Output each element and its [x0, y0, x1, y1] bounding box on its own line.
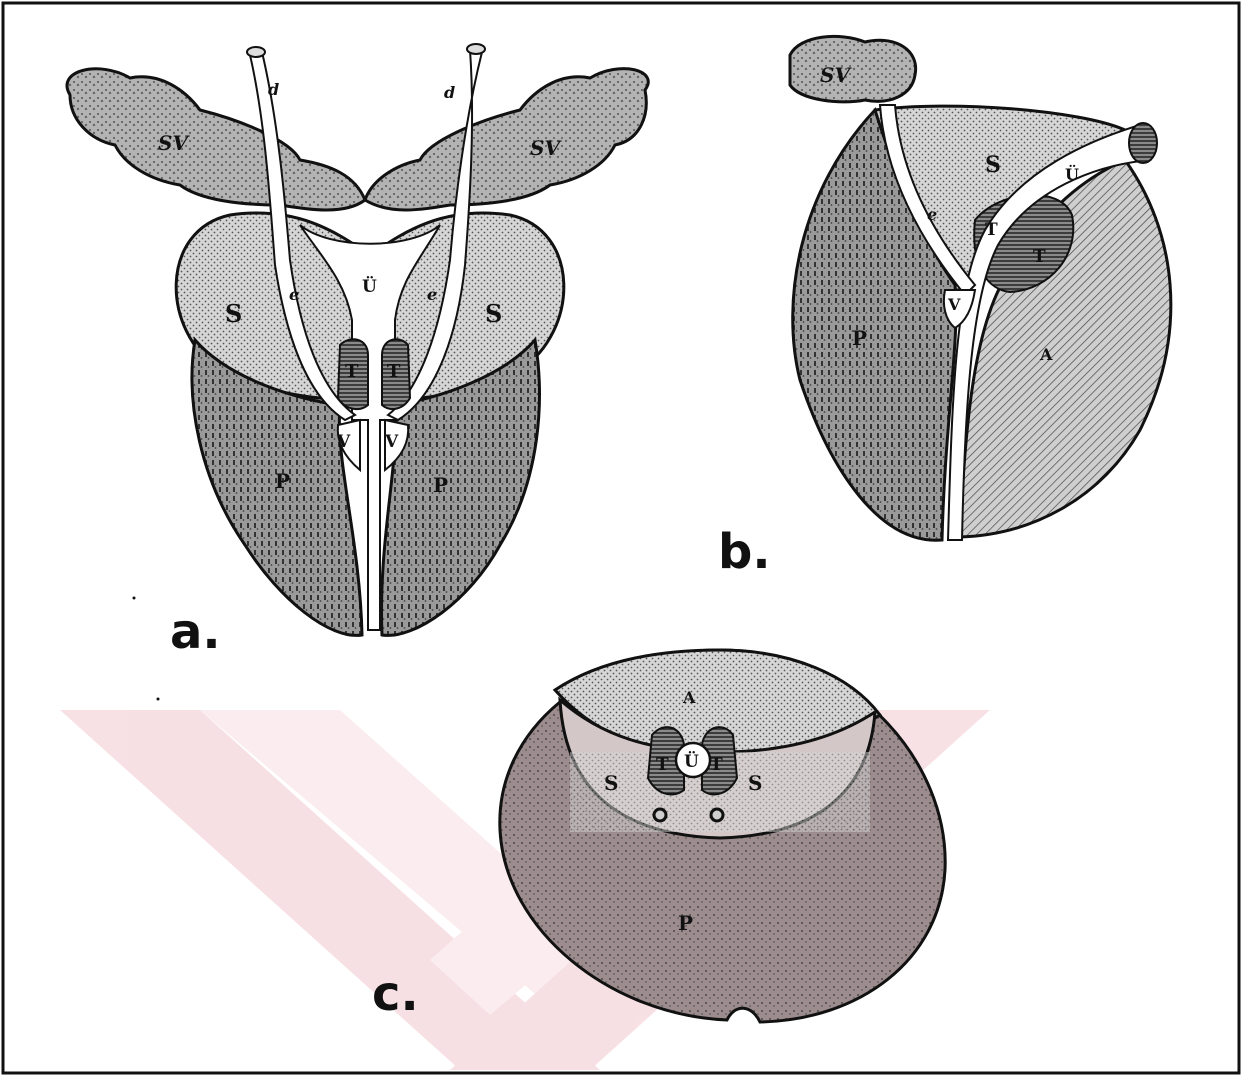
label-p-c: P — [678, 911, 693, 935]
label-u-b: Ü — [1065, 164, 1079, 184]
label-e-left: e — [289, 285, 299, 304]
urethra-b-end — [1129, 123, 1157, 163]
label-t-right-a: T — [387, 361, 401, 382]
duct-left-c — [654, 809, 666, 821]
label-e-right: e — [427, 285, 437, 304]
label-p-left-a: P — [275, 469, 290, 493]
duct-right-end — [467, 44, 485, 54]
label-t2-b: T — [1033, 247, 1046, 267]
label-t-left-c: T — [656, 755, 669, 775]
label-s-b: S — [985, 152, 1001, 178]
label-s-left: S — [225, 299, 242, 328]
caption-c: c. — [372, 966, 419, 1022]
label-s-right-c: S — [748, 771, 762, 795]
label-sv-right: SV — [530, 136, 562, 160]
seminal-vesicle-b — [790, 36, 916, 101]
duct-left-end — [247, 47, 265, 57]
stray-dot-1 — [133, 597, 136, 600]
label-d-left: d — [268, 80, 279, 99]
label-p-b: P — [852, 326, 867, 350]
label-u-c: Ü — [684, 751, 699, 772]
label-d-right: d — [444, 83, 455, 102]
caption-b: b. — [718, 524, 771, 580]
label-s-right: S — [485, 299, 502, 328]
label-t1-b: T — [985, 220, 998, 240]
label-sv-left: SV — [158, 131, 190, 155]
label-u-a: Ü — [362, 276, 377, 297]
label-e-b: e — [927, 205, 937, 224]
label-t-left-a: T — [345, 361, 359, 382]
stray-dot-2 — [157, 698, 160, 701]
label-s-left-c: S — [604, 771, 618, 795]
duct-right-c — [711, 809, 723, 821]
label-p-right-a: P — [433, 473, 448, 497]
label-a-c: A — [682, 688, 696, 707]
label-v-left-a: V — [336, 432, 351, 452]
label-t-right-c: T — [710, 755, 723, 775]
label-sv-b: SV — [820, 63, 852, 87]
caption-a: a. — [170, 604, 221, 660]
label-a-b: A — [1039, 345, 1053, 364]
label-v-b: V — [947, 295, 961, 314]
label-v-right-a: V — [384, 432, 399, 452]
